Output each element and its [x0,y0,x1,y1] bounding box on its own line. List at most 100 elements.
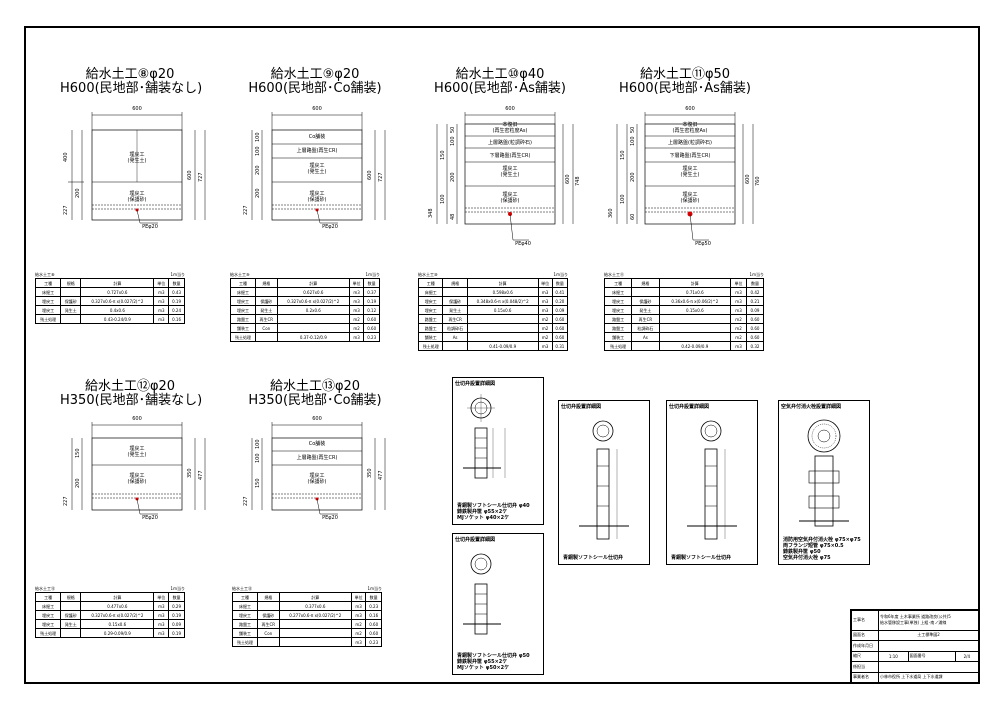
table-cell [658,323,732,333]
dim-label: 200 [255,188,261,198]
layer-label: 上層路盤(粒調砕石) [488,140,532,146]
table-cell: 0.60 [363,314,380,324]
table-cell: 埋戻工 [230,305,256,315]
table-cell: 埋戻工 [603,305,633,315]
table-cell: 0.24 [168,305,185,315]
layer-label: 埋戻工 (発生土) [127,152,147,164]
section-title-11: 給水土工⑪φ50 H600(民地部･As舗装) [615,68,755,96]
detail-header: 空気弁付消火栓設置詳細図 [781,404,842,410]
table-header-cell: 単位 [350,592,367,602]
detail-footer: 青銅製ソフトシール仕切弁 φ50 鋳鉄製弁筐 φ55×2ケ MJソケット φ50… [457,653,530,671]
section-title-12: 給水土工⑫φ20 H350(民地部･舗装なし) [60,379,203,408]
table-caption-unit: 1m当り [365,272,380,277]
table-caption-title: 給水土工⑪ [604,272,624,277]
table-cell: 保護砂 [254,296,278,306]
table-cell: m2 [730,332,747,342]
table-header-cell: 数量 [365,592,382,602]
section-title-line1: 給水土工⑬φ20 [269,379,361,394]
layer-label: Co舗装 [308,134,326,140]
section-title-13: 給水土工⑬φ20 H350(民地部･Co舗装) [245,380,385,408]
table-header-cell: 単位 [348,278,365,288]
section-title-9: 給水土工⑨φ20 H600(民地部･Co舗装) [245,68,385,96]
table-cell: m3 [350,601,367,611]
table-cell: Con [254,323,278,333]
tb-value: 2/4 [954,650,980,662]
table-cell: 0.19 [363,296,380,306]
table-cell: m2 [537,332,553,342]
dim-label: 150 [620,150,626,160]
valve-detail-40: 仕切弁設置詳細図 青銅製ソフトシール仕切弁 φ40 鋳鉄製弁筐 φ55×2ケ M… [452,377,544,525]
table-cell: 0.477x0.6 [80,601,155,611]
layer-label: 下層路盤(再生CR) [669,153,711,159]
table-cell: 埋戻工 [417,296,444,306]
dim-label: 227 [243,205,249,215]
table-cell: 0.09 [745,305,765,315]
dim-label: 100 [450,136,456,146]
tb-label: 図面番号 [907,650,956,662]
dim-label: 100 [255,453,261,463]
dim-label: 227 [63,496,69,506]
dim-label: 748 [575,176,581,186]
dim-label: 600 [367,170,373,180]
detail-header: 仕切弁設置詳細図 [455,381,496,387]
table-header-cell: 規格 [631,278,660,288]
table-cell: m3 [350,637,367,647]
dim-label: 200 [630,172,636,182]
table-cell: 残土処理 [230,332,256,342]
dim-label: 227 [243,496,249,506]
detail-header: 仕切弁設置詳細図 [669,404,710,410]
table-header-cell: 工種 [603,278,633,288]
table-cell [60,628,82,638]
table-cell: m3 [730,341,747,351]
table-header-cell: 規格 [442,278,468,288]
table-header-cell: 規格 [60,592,82,602]
section-title-line1: 給水土工⑩φ40 [455,67,545,82]
table-header-row: 工種規格計算単位数量 [417,278,569,288]
dim-label: 350 [367,468,373,478]
dim-label: 50 [450,126,456,133]
table-cell [60,314,82,324]
tb-label: 図面名 [851,629,879,641]
dim-label: 50 [630,126,636,133]
table-header-cell: 工種 [230,278,256,288]
table-cell: 0.19 [168,296,185,306]
section-title-line2: H600(民地部･舗装なし) [60,81,203,96]
table-cell: 再生CR [631,314,660,324]
pipe-label: PEφ20 [142,224,158,230]
table-cell [442,287,468,297]
tb-label: 係担当 [851,661,879,673]
width-dimension: 600 [685,106,695,112]
table-cell: m2 [350,619,367,629]
table-cell: As [442,332,468,342]
table-cell: 0.598x0.6 [466,287,539,297]
table-cell: 0.29 [168,601,185,611]
table-cell: 0.41-0.09/0.9 [466,341,539,351]
section-title-line1: 給水土工⑫φ20 [84,379,176,394]
dim-label: 100 [440,194,446,204]
layer-label: Co舗装 [308,441,326,447]
table-caption-title: 給水土工⑫ [35,586,55,591]
table-header-cell: 計算 [466,278,539,288]
cross-section-11: 600 本復旧 (再生密粒度As) 上層路盤(粒調砕石) 下層路盤(再生CR) … [605,100,761,250]
section-title-line2: H350(民地部･舗装なし) [60,393,203,408]
table-header-cell: 計算 [80,592,155,602]
table-header-cell: 計算 [276,278,350,288]
table-cell: m3 [348,305,365,315]
table-cell: m2 [537,323,553,333]
dim-label: 150 [75,448,81,458]
table-cell: 0.21 [745,296,765,306]
table-cell: 発生土 [631,305,660,315]
table-header-cell: 規格 [256,592,280,602]
table-header-cell: 工種 [232,592,258,602]
